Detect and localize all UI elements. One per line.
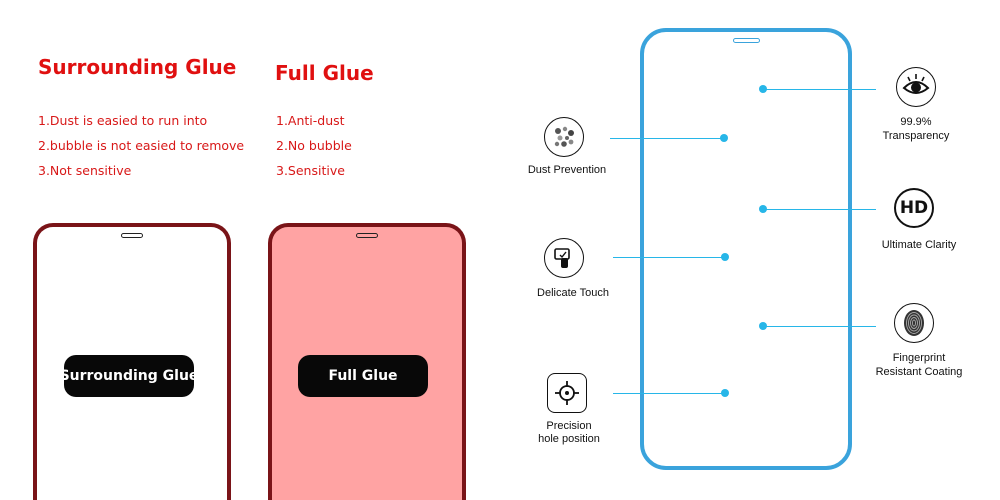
connector-line — [763, 326, 876, 327]
touch-icon — [544, 238, 584, 278]
full-point-2: 2.No bubble — [276, 138, 352, 153]
surrounding-point-1: 1.Dust is easied to run into — [38, 113, 208, 128]
phone-notch — [356, 233, 378, 238]
precision-label-line1: Precision — [546, 420, 592, 432]
connector-line — [613, 393, 724, 394]
hd-icon-text: HD — [899, 198, 929, 218]
full-glue-badge: Full Glue — [298, 355, 428, 397]
full-point-1: 1.Anti-dust — [276, 113, 345, 128]
transparency-label-line1: 99.9% — [900, 116, 932, 128]
crosshair-icon — [547, 373, 587, 413]
surrounding-glue-badge: Surrounding Glue — [60, 355, 198, 397]
blue-phone-outline — [640, 28, 852, 470]
full-glue-title: Full Glue — [275, 61, 374, 85]
connector-dot — [721, 253, 729, 261]
surrounding-point-3: 3.Not sensitive — [38, 163, 132, 178]
connector-line — [610, 138, 724, 139]
connector-line — [763, 209, 876, 210]
dust-prevention-label: Dust Prevention — [527, 164, 607, 176]
fingerprint-icon — [894, 303, 934, 343]
hd-icon: HD — [894, 188, 934, 228]
full-point-3: 3.Sensitive — [276, 163, 345, 178]
phone-notch — [121, 233, 143, 238]
fingerprint-label-line1: Fingerprint — [892, 352, 946, 364]
delicate-touch-label: Delicate Touch — [537, 287, 609, 299]
phone-notch — [733, 38, 760, 43]
ultimate-clarity-label: Ultimate Clarity — [881, 239, 957, 251]
surrounding-point-2: 2.bubble is not easied to remove — [38, 138, 245, 153]
connector-line — [613, 257, 724, 258]
surrounding-glue-title: Surrounding Glue — [38, 55, 237, 79]
dust-icon — [544, 117, 584, 157]
connector-dot — [720, 134, 728, 142]
precision-label-line2: hole position — [538, 433, 600, 445]
full-glue-phone: Full Glue — [268, 223, 466, 500]
transparency-label-line2: Transparency — [882, 130, 950, 142]
connector-line — [763, 89, 876, 90]
eye-icon — [896, 67, 936, 107]
fingerprint-label-line2: Resistant Coating — [875, 366, 963, 378]
surrounding-glue-phone: Surrounding Glue — [33, 223, 231, 500]
connector-dot — [721, 389, 729, 397]
